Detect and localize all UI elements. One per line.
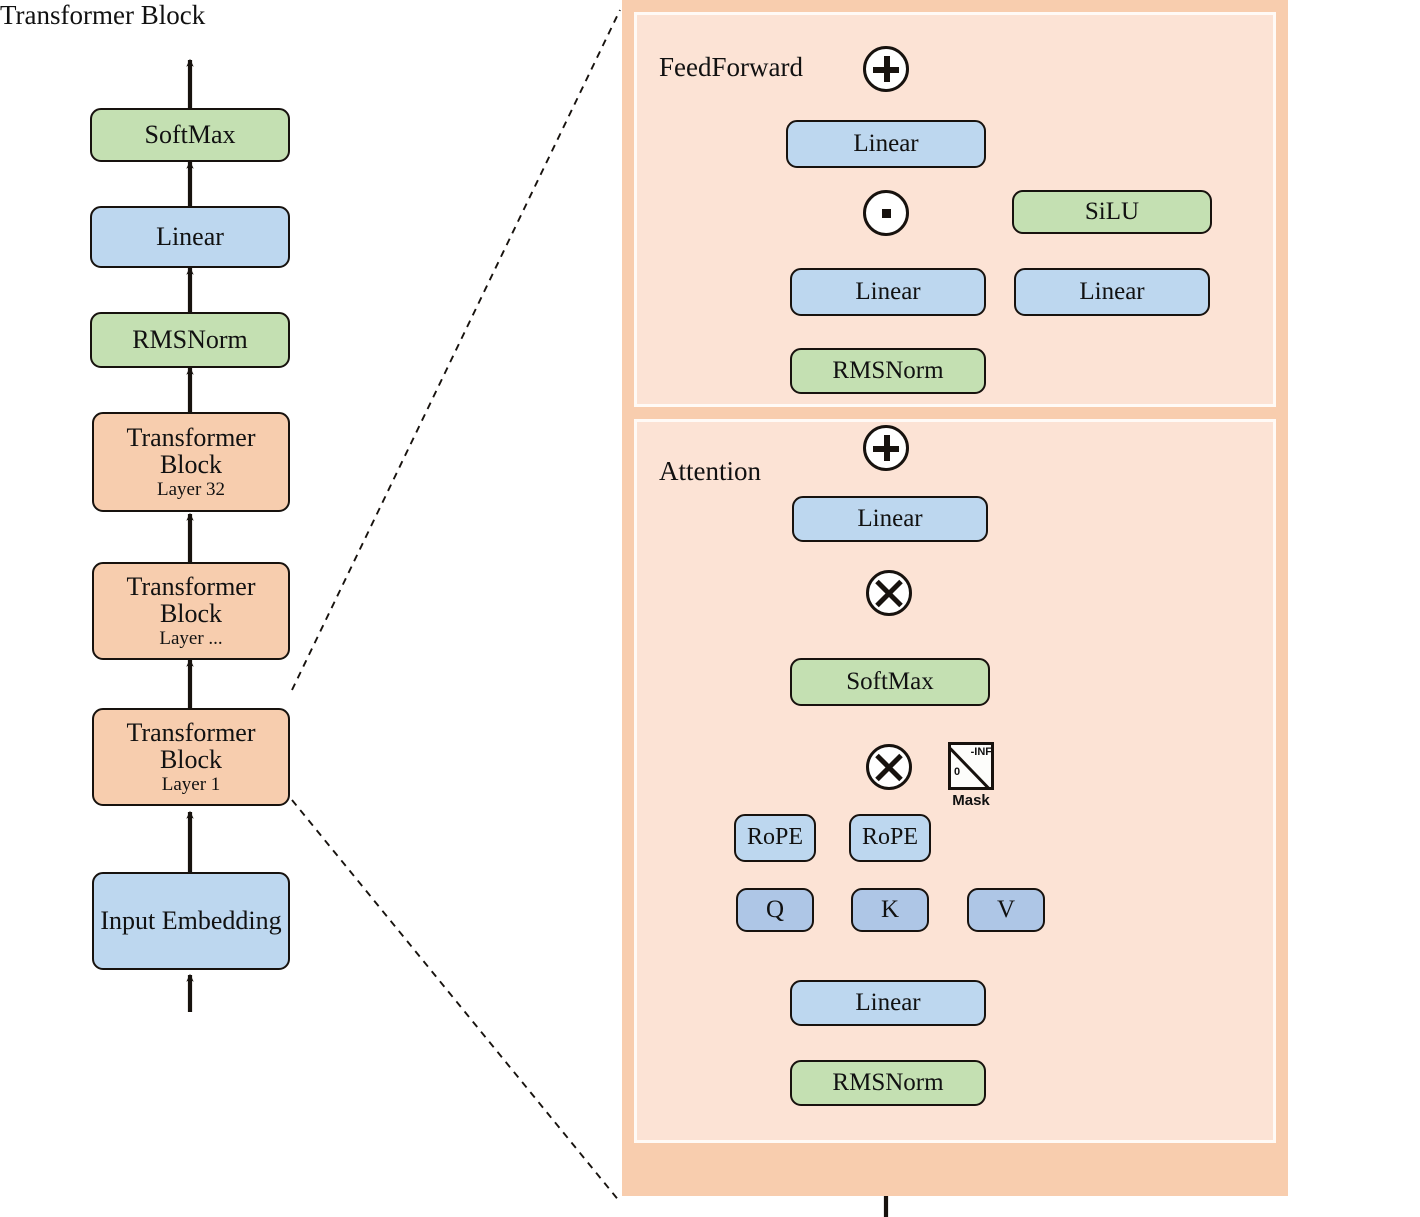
attention-add-operator[interactable] (863, 425, 909, 471)
node-label: K (880, 895, 900, 923)
attention-rope-q[interactable]: RoPE (734, 814, 816, 862)
node-label: Linear (857, 504, 923, 532)
attention-query[interactable]: Q (736, 888, 814, 932)
mask-caption: Mask (952, 792, 990, 809)
mask-upper-value: -INF (970, 746, 992, 758)
left-node-sublabel: Layer 1 (161, 774, 221, 796)
node-label: Q (765, 895, 785, 923)
left-node-linear[interactable]: Linear (90, 206, 290, 268)
left-node-label: Transformer Block (126, 571, 256, 629)
node-label: SiLU (1084, 197, 1140, 225)
feedforward-rmsnorm[interactable]: RMSNorm (790, 348, 986, 394)
attention-mask[interactable]: -INF 0 Mask (948, 742, 994, 809)
left-node-label: Transformer Block (126, 717, 256, 775)
left-node-label: SoftMax (144, 120, 236, 150)
node-label: Linear (855, 988, 921, 1016)
left-node-softmax[interactable]: SoftMax (90, 108, 290, 162)
feedforward-linear-out[interactable]: Linear (786, 120, 986, 168)
mask-icon: -INF 0 (948, 742, 994, 790)
feedforward-label: FeedForward (659, 52, 803, 82)
left-node-transformer-block-dots[interactable]: Transformer Block Layer ... (92, 562, 290, 660)
left-node-input-embedding[interactable]: Input Embedding (92, 872, 290, 970)
attention-rope-k[interactable]: RoPE (849, 814, 931, 862)
node-label: RMSNorm (832, 1068, 944, 1096)
node-label: V (996, 895, 1016, 923)
node-label: RMSNorm (832, 356, 944, 384)
node-label: Linear (853, 129, 919, 157)
node-label: Linear (855, 277, 921, 305)
node-label: RoPE (861, 824, 918, 851)
mask-lower-value: 0 (954, 766, 961, 778)
node-label: RoPE (746, 824, 803, 851)
transformer-block-container-label: Transformer Block (0, 0, 206, 30)
left-node-rmsnorm[interactable]: RMSNorm (90, 312, 290, 368)
plus-icon (884, 56, 890, 82)
attention-key[interactable]: K (851, 888, 929, 932)
left-node-transformer-block-1[interactable]: Transformer Block Layer 1 (92, 708, 290, 806)
attention-softmax[interactable]: SoftMax (790, 658, 990, 706)
dot-icon (882, 209, 891, 218)
attention-output-linear[interactable]: Linear (792, 496, 988, 542)
attention-input-linear[interactable]: Linear (790, 980, 986, 1026)
feedforward-multiply-operator[interactable] (863, 190, 909, 236)
node-label: SoftMax (846, 667, 934, 695)
left-node-sublabel: Layer 32 (156, 479, 226, 501)
left-node-label: Transformer Block (126, 422, 256, 480)
node-label: Linear (1079, 277, 1145, 305)
attention-value[interactable]: V (967, 888, 1045, 932)
feedforward-linear-gate[interactable]: Linear (790, 268, 986, 316)
attention-label: Attention (659, 456, 761, 486)
attention-rmsnorm[interactable]: RMSNorm (790, 1060, 986, 1106)
left-node-label: Linear (156, 222, 224, 252)
feedforward-silu[interactable]: SiLU (1012, 190, 1212, 234)
plus-icon (884, 435, 890, 461)
attention-value-multiply-operator[interactable] (866, 570, 912, 616)
attention-qk-multiply-operator[interactable] (866, 744, 912, 790)
feedforward-linear-up[interactable]: Linear (1014, 268, 1210, 316)
feedforward-add-operator[interactable] (863, 46, 909, 92)
left-node-label: Input Embedding (100, 906, 282, 936)
left-node-sublabel: Layer ... (159, 628, 223, 650)
left-node-transformer-block-32[interactable]: Transformer Block Layer 32 (92, 412, 290, 512)
left-node-label: RMSNorm (132, 325, 248, 355)
